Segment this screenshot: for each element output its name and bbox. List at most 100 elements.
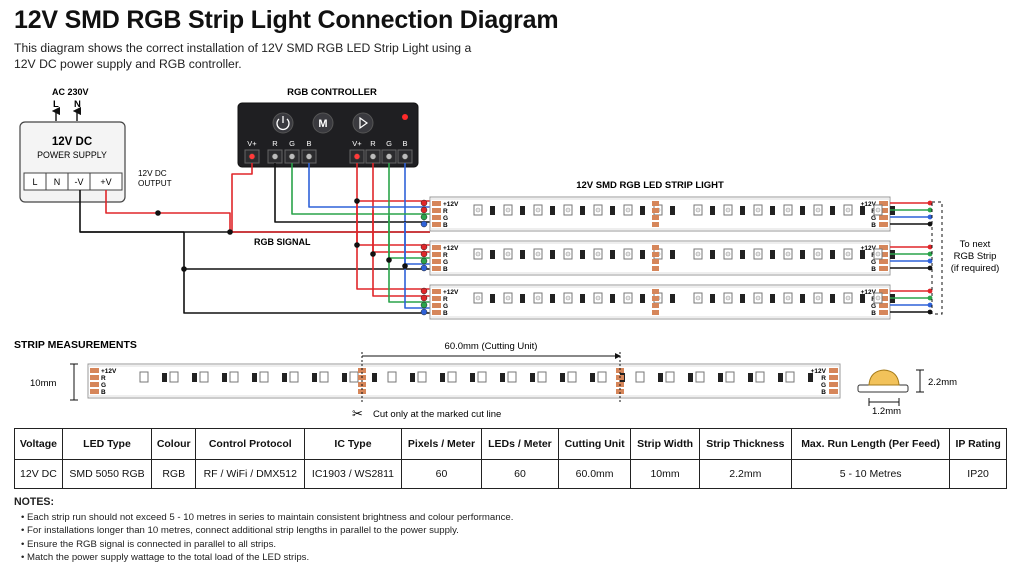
rgb-signal-g-wire xyxy=(291,163,430,215)
led-chip xyxy=(535,207,541,213)
resistor xyxy=(580,294,585,303)
junction-dot xyxy=(402,263,408,269)
cut-pad xyxy=(652,296,659,301)
controller-input-g: G xyxy=(289,139,295,148)
solder-pad xyxy=(90,389,99,394)
pin-label: B xyxy=(443,310,448,317)
strip-input-dot xyxy=(420,294,428,302)
solder-pad xyxy=(90,375,99,380)
solder-pad xyxy=(90,382,99,387)
led-chip xyxy=(565,251,571,257)
solder-pad xyxy=(879,266,888,271)
solder-pad xyxy=(829,389,838,394)
pin-label: +12V xyxy=(861,245,877,252)
resistor xyxy=(520,250,525,259)
led-chip xyxy=(725,207,731,213)
smd-led xyxy=(259,371,269,383)
resistor xyxy=(718,373,723,382)
controller-output-b: B xyxy=(402,139,407,148)
lead-end xyxy=(927,302,933,308)
terminal-screw-icon xyxy=(369,152,377,161)
pin-label: G xyxy=(871,303,876,310)
cut-pad xyxy=(358,389,366,394)
led-chip xyxy=(845,207,851,213)
pin-label: G xyxy=(871,215,876,222)
cut-pad xyxy=(652,245,659,250)
pin-label: +12V xyxy=(443,245,459,252)
resistor xyxy=(830,250,835,259)
ground-return-wire xyxy=(183,232,430,314)
strip-input-dot xyxy=(420,206,428,214)
pin-label: B xyxy=(871,266,876,273)
led-chip xyxy=(475,295,481,301)
parallel-g-feed xyxy=(388,216,430,303)
terminal-screw-icon xyxy=(305,152,313,161)
strip-width-label: 10mm xyxy=(30,378,56,389)
smd-led xyxy=(477,371,487,383)
pin-label: G xyxy=(443,259,448,266)
junction-dot xyxy=(181,266,187,272)
spec-header: LED Type xyxy=(61,428,153,460)
pin-label: B xyxy=(871,310,876,317)
mode-button[interactable] xyxy=(312,112,334,134)
note-item: Each strip run should not exceed 5 - 10 … xyxy=(21,511,714,525)
page-subtitle: This diagram shows the correct installat… xyxy=(14,41,472,71)
pin-label: +12V xyxy=(443,201,459,208)
lead-end xyxy=(927,309,933,315)
resistor xyxy=(222,373,227,382)
resistor xyxy=(770,206,775,215)
resistor xyxy=(520,294,525,303)
spec-cell: 60 xyxy=(481,459,559,489)
pin-label: +12V xyxy=(101,368,117,375)
pin-label: B xyxy=(101,389,106,396)
solder-pad xyxy=(432,310,441,315)
cut-pad xyxy=(652,252,659,257)
led-chip xyxy=(565,295,571,301)
spec-header: Colour xyxy=(151,428,197,460)
solder-pad xyxy=(432,201,441,206)
smd-led xyxy=(537,371,547,383)
smd-led xyxy=(417,371,427,383)
strip-input-dot xyxy=(420,257,428,265)
spec-table: Voltage LED Type Colour Control Protocol… xyxy=(14,428,1007,489)
led-chip xyxy=(725,295,731,301)
power-icon xyxy=(276,118,290,131)
strip-input-dot xyxy=(420,264,428,272)
spec-cell: 60 xyxy=(400,459,483,489)
strip-input-dot xyxy=(420,308,428,316)
cut-pad xyxy=(616,368,624,373)
resistor xyxy=(670,206,675,215)
controller-input-v: V+ xyxy=(247,139,257,148)
solder-pad xyxy=(432,245,441,250)
strip-input-dot xyxy=(420,199,428,207)
play-button[interactable] xyxy=(352,112,374,134)
smd-led xyxy=(139,371,149,383)
smd-led xyxy=(665,371,675,383)
rgb-signal-label: RGB SIGNAL xyxy=(254,237,311,247)
solder-pad xyxy=(829,382,838,387)
lead-end xyxy=(927,221,933,227)
solder-pad xyxy=(879,201,888,206)
solder-pad xyxy=(879,310,888,315)
pin-label: G xyxy=(443,303,448,310)
smd-led xyxy=(507,371,517,383)
led-chip xyxy=(595,251,601,257)
solder-pad xyxy=(432,266,441,271)
pin-label: B xyxy=(871,222,876,229)
spec-header: IP Rating xyxy=(949,428,1007,460)
led-chip xyxy=(845,295,851,301)
controller-input-b: B xyxy=(306,139,311,148)
terminal-screw-icon xyxy=(401,152,409,161)
junction-dot xyxy=(354,242,360,248)
spec-header: LEDs / Meter xyxy=(481,428,559,460)
resistor xyxy=(860,206,865,215)
wiring xyxy=(79,163,430,314)
status-led xyxy=(402,114,408,120)
led-width-label: 1.2mm xyxy=(872,406,901,417)
smd-led xyxy=(755,371,765,383)
spec-cell: 2.2mm xyxy=(698,459,793,489)
solder-pad xyxy=(432,289,441,294)
resistor xyxy=(710,250,715,259)
